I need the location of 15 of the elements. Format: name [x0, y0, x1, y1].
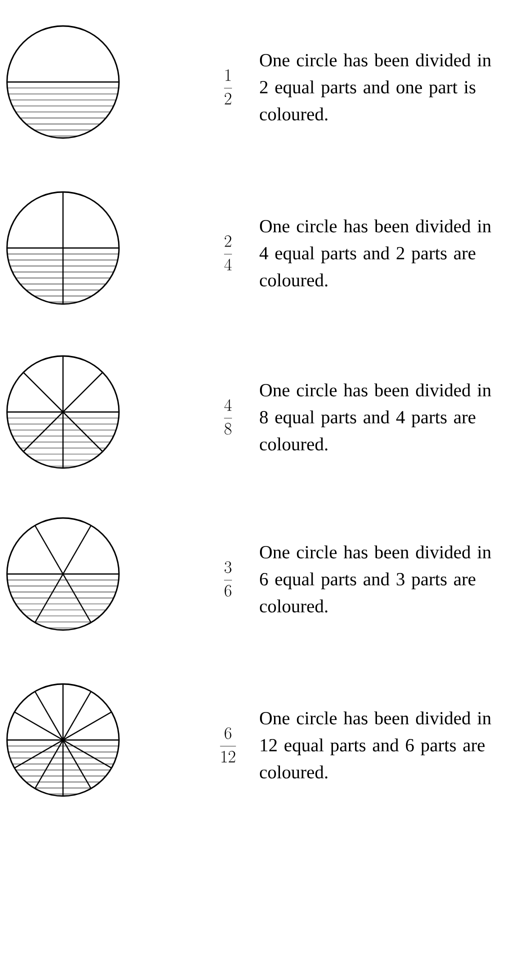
fraction: $\frac{2}{4}$ [224, 235, 232, 270]
description-text: One circle has been divided in 6 equal parts and 3 parts are coloured. [260, 545, 492, 613]
description-text: One circle has been divided in 8 equal parts and 4 parts are coloured. [260, 383, 492, 451]
divided-circle-drawing [6, 517, 120, 631]
divided-circle-drawing [6, 355, 120, 469]
divided-circle-drawing [6, 191, 120, 305]
fraction: $\frac{1}{2}$ [224, 69, 232, 104]
description-text: One circle has been divided in 4 equal parts and 2 parts are coloured. [260, 219, 492, 287]
description-text: One circle has been divided in 2 equal parts and one part is coloured. [260, 53, 492, 121]
description-text: One circle has been divided in 12 equal parts and 6 parts are coloured. [260, 711, 492, 779]
fraction: $\frac{6}{12}$ [220, 727, 236, 762]
fraction: $\frac{3}{6}$ [224, 561, 232, 597]
fraction: $\frac{4}{8}$ [224, 399, 232, 435]
divided-circle-drawing [6, 683, 120, 797]
divided-circle-drawing [6, 25, 120, 139]
